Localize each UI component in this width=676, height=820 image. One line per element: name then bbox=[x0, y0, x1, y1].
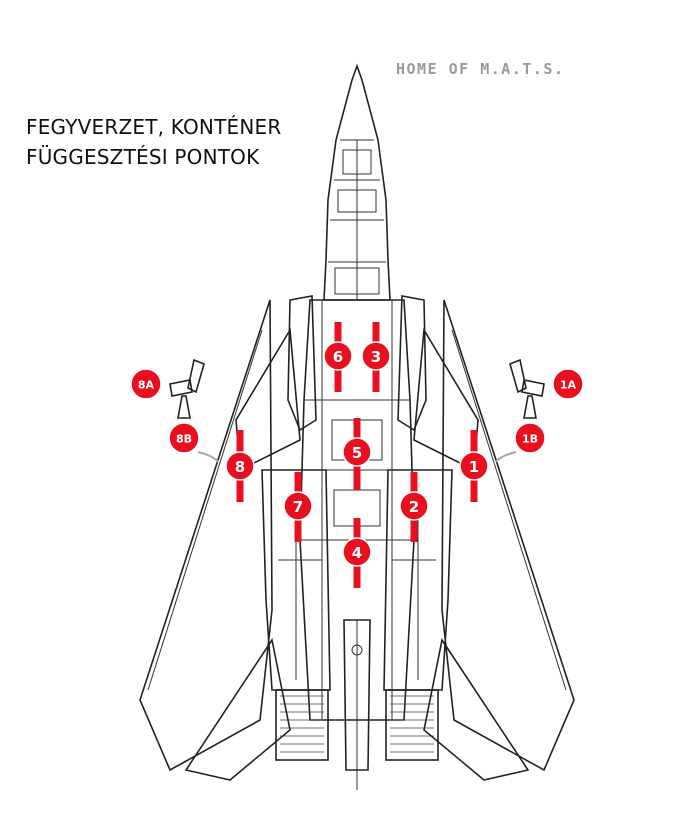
station-badge-7: 7 bbox=[283, 491, 313, 521]
station-badge-1: 1 bbox=[459, 451, 489, 481]
svg-text:6: 6 bbox=[333, 348, 343, 366]
svg-text:5: 5 bbox=[352, 444, 362, 462]
title-line-1: FEGYVERZET, KONTÉNER bbox=[26, 115, 282, 139]
left-exhaust-nozzle bbox=[275, 689, 329, 761]
station-8a-adapter bbox=[169, 358, 205, 419]
station-badge-1b: 1B bbox=[514, 422, 546, 454]
svg-text:1A: 1A bbox=[560, 379, 577, 392]
station-1b-arrow bbox=[495, 451, 517, 463]
diagram-title: FEGYVERZET, KONTÉNER FÜGGESZTÉSI PONTOK bbox=[26, 112, 281, 172]
watermark: HOME OF M.A.T.S. bbox=[396, 60, 565, 78]
station-badge-8a: 8A bbox=[130, 368, 162, 400]
station-badge-1a: 1A bbox=[552, 368, 584, 400]
station-1a-adapter bbox=[509, 358, 545, 419]
station-badge-3: 3 bbox=[361, 341, 391, 371]
svg-text:4: 4 bbox=[352, 544, 362, 562]
station-badge-8: 8 bbox=[225, 451, 255, 481]
station-badge-4: 4 bbox=[342, 537, 372, 567]
svg-text:3: 3 bbox=[371, 348, 381, 366]
svg-text:7: 7 bbox=[293, 498, 303, 516]
svg-text:8A: 8A bbox=[138, 379, 155, 392]
station-badge-6: 6 bbox=[323, 341, 353, 371]
svg-text:1B: 1B bbox=[522, 433, 538, 446]
station-8b-arrow bbox=[197, 451, 219, 463]
svg-text:8: 8 bbox=[235, 458, 245, 476]
right-exhaust-nozzle bbox=[385, 689, 439, 761]
station-badge-5: 5 bbox=[342, 437, 372, 467]
title-line-2: FÜGGESZTÉSI PONTOK bbox=[26, 145, 260, 169]
svg-text:1: 1 bbox=[469, 458, 479, 476]
station-badge-2: 2 bbox=[399, 491, 429, 521]
svg-text:8B: 8B bbox=[176, 433, 192, 446]
svg-text:2: 2 bbox=[409, 498, 419, 516]
station-badge-8b: 8B bbox=[168, 422, 200, 454]
